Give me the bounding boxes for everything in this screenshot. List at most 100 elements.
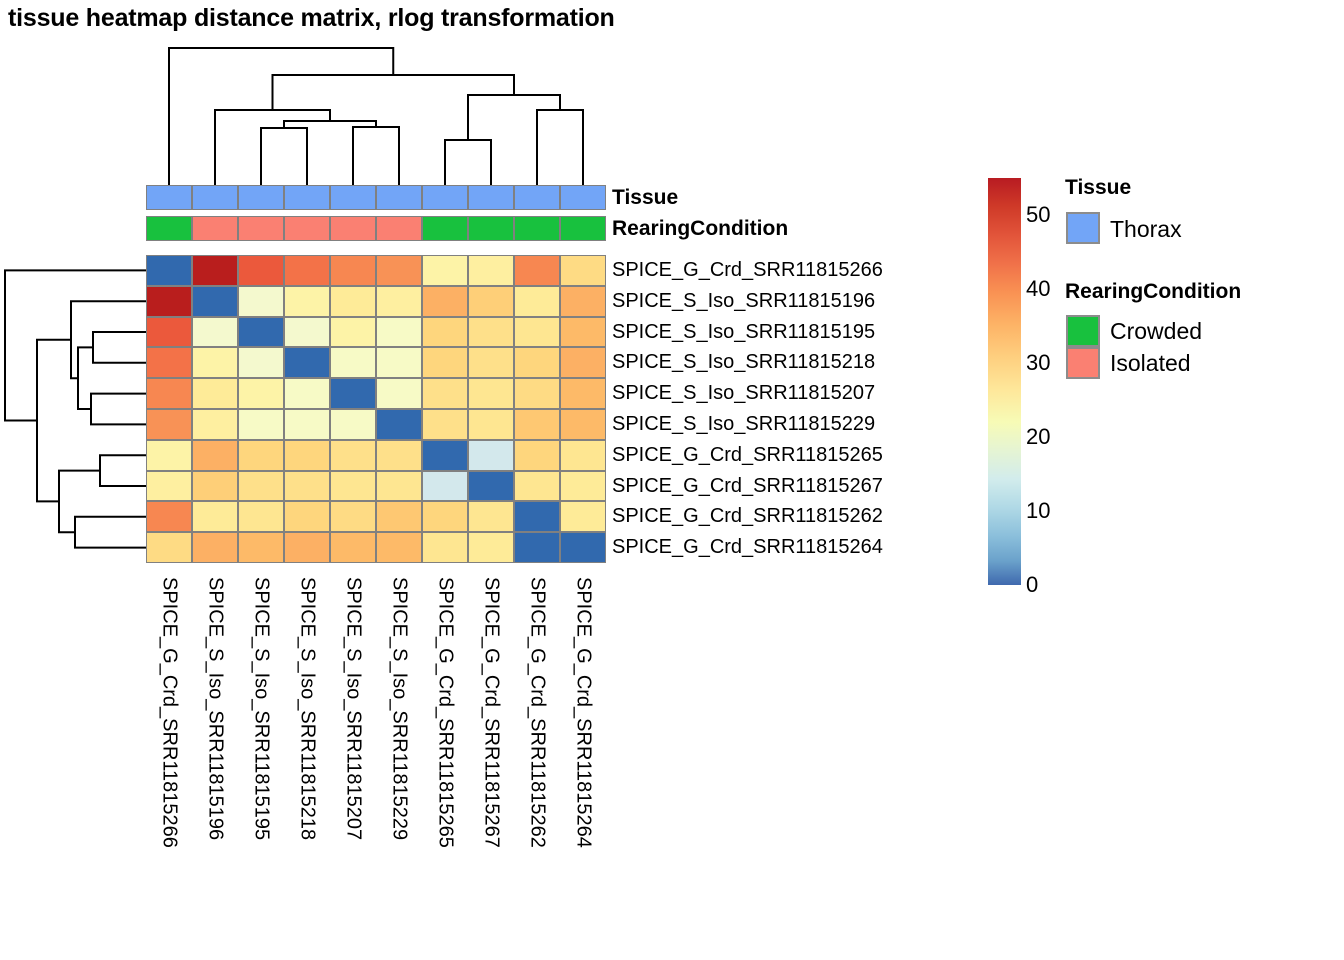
heatmap-cell (284, 347, 330, 379)
legend-swatch-thorax (1066, 212, 1100, 244)
heatmap-cell (284, 378, 330, 409)
heatmap-cell (146, 501, 192, 533)
heatmap-cell (192, 439, 238, 471)
rearing-annotation-cell (468, 216, 514, 241)
heatmap-cell (330, 347, 376, 379)
heatmap-row (146, 347, 606, 379)
legend-label-crowded: Crowded (1110, 318, 1203, 344)
legend-label-isolated: Isolated (1110, 350, 1191, 376)
heatmap-cell (514, 470, 560, 502)
heatmap-row (146, 285, 606, 317)
tissue-annotation-title: Tissue (612, 186, 679, 209)
column-label-slot: SPICE_G_Crd_SRR11815264 (560, 577, 606, 957)
heatmap-cell (192, 532, 238, 563)
column-label: SPICE_S_Iso_SRR11815196 (204, 577, 227, 841)
rearing-annotation-cell (284, 216, 330, 241)
column-label-slot: SPICE_S_Iso_SRR11815207 (330, 577, 376, 957)
tissue-annotation-cell (560, 185, 606, 210)
column-label: SPICE_S_Iso_SRR11815207 (342, 577, 365, 841)
column-label-slot: SPICE_S_Iso_SRR11815196 (192, 577, 238, 957)
heatmap-row (146, 255, 606, 286)
column-label: SPICE_S_Iso_SRR11815218 (296, 577, 319, 841)
heatmap-cell (284, 285, 330, 317)
heatmap-row (146, 470, 606, 502)
row-label: SPICE_S_Iso_SRR11815218 (612, 351, 876, 374)
heatmap-cell (514, 501, 560, 533)
heatmap-cell (146, 470, 192, 502)
heatmap-cell (146, 378, 192, 409)
heatmap-cell (330, 532, 376, 563)
heatmap-cell (330, 408, 376, 440)
heatmap-cell (284, 501, 330, 533)
heatmap-cell (330, 285, 376, 317)
row-dendrogram (4, 269, 146, 549)
heatmap-cell (330, 470, 376, 502)
row-label: SPICE_S_Iso_SRR11815195 (612, 320, 876, 343)
heatmap-cell (422, 285, 468, 317)
heatmap-cell (514, 316, 560, 348)
heatmap-cell (192, 255, 238, 286)
column-labels: SPICE_G_Crd_SRR11815266 SPICE_S_Iso_SRR11… (146, 577, 606, 957)
rearing-annotation-cell (330, 216, 376, 241)
tissue-annotation-bar (146, 185, 606, 210)
heatmap-cell (560, 470, 606, 502)
heatmap-cell (284, 532, 330, 563)
heatmap-cell (468, 470, 514, 502)
heatmap-cell (146, 532, 192, 563)
legend-swatch-crowded (1066, 315, 1100, 347)
heatmap-cell (376, 255, 422, 286)
heatmap-cell (192, 408, 238, 440)
heatmap-row (146, 532, 606, 563)
heatmap-cell (468, 347, 514, 379)
heatmap-cell (330, 439, 376, 471)
column-label: SPICE_G_Crd_SRR11815262 (526, 577, 549, 848)
heatmap-cell (560, 439, 606, 471)
heatmap-cell (422, 255, 468, 286)
heatmap-cell (514, 285, 560, 317)
rearing-annotation-cell (560, 216, 606, 241)
heatmap-cell (284, 439, 330, 471)
column-label: SPICE_G_Crd_SRR11815266 (158, 577, 181, 848)
legend-label-thorax: Thorax (1110, 216, 1182, 242)
heatmap-cell (468, 255, 514, 286)
column-label: SPICE_G_Crd_SRR11815267 (480, 577, 503, 848)
column-label-slot: SPICE_G_Crd_SRR11815267 (468, 577, 514, 957)
heatmap-cell (238, 316, 284, 348)
row-label: SPICE_S_Iso_SRR11815207 (612, 382, 876, 405)
heatmap-cell (146, 285, 192, 317)
heatmap-cell (330, 255, 376, 286)
heatmap-cell (146, 439, 192, 471)
heatmap-cell (514, 532, 560, 563)
column-label: SPICE_S_Iso_SRR11815229 (388, 577, 411, 841)
colorbar-tick-label: 30 (1026, 350, 1051, 375)
tissue-annotation-cell (284, 185, 330, 210)
heatmap-cell (284, 255, 330, 286)
heatmap-cell (514, 347, 560, 379)
heatmap-cell (514, 439, 560, 471)
heatmap-cell (238, 285, 284, 317)
row-label: SPICE_G_Crd_SRR11815267 (612, 474, 883, 497)
heatmap-cell (560, 501, 606, 533)
heatmap-cell (238, 347, 284, 379)
tissue-annotation-cell (422, 185, 468, 210)
heatmap-row (146, 316, 606, 348)
column-label-slot: SPICE_S_Iso_SRR11815229 (376, 577, 422, 957)
heatmap-cell (238, 408, 284, 440)
rearing-annotation-cell (192, 216, 238, 241)
page-title: tissue heatmap distance matrix, rlog tra… (8, 4, 615, 32)
rearing-annotation-cell (514, 216, 560, 241)
tissue-annotation-cell (468, 185, 514, 210)
rearing-annotation-cell (238, 216, 284, 241)
rearing-annotation-cell (146, 216, 192, 241)
column-dendrogram (168, 47, 584, 185)
legend-tissue-title: Tissue (1065, 176, 1132, 199)
colorbar-tick-label: 50 (1026, 202, 1051, 227)
heatmap-row (146, 439, 606, 471)
heatmap-cell (284, 470, 330, 502)
heatmap-cell (192, 285, 238, 317)
heatmap-cell (146, 255, 192, 286)
tissue-annotation-cell (238, 185, 284, 210)
heatmap-cell (468, 439, 514, 471)
